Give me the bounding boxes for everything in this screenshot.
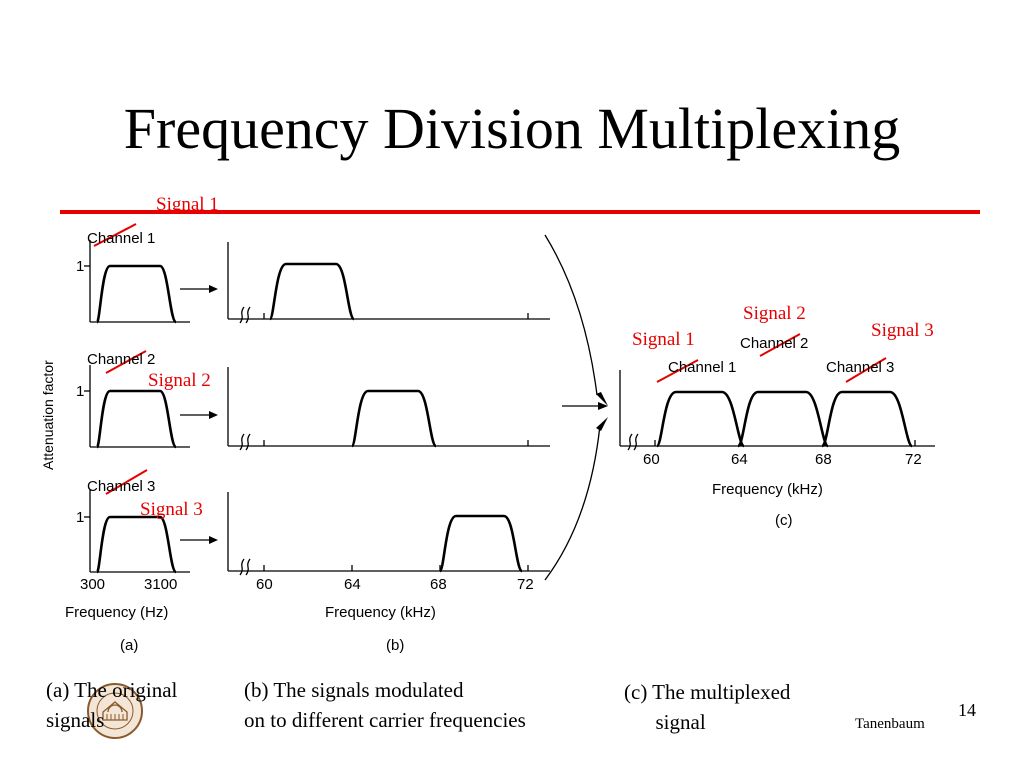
- panel-a-curves: [95, 264, 178, 574]
- panel-label-b: (b): [386, 637, 404, 654]
- signal-3-annotation-a: Signal 3: [140, 499, 203, 520]
- caption-c: (c) The multiplexed signal: [624, 680, 791, 734]
- x-tick-b-64: 64: [344, 576, 361, 593]
- channel-1-label-a: Channel 1: [87, 230, 155, 247]
- caption-a: (a) The original signals: [46, 678, 178, 732]
- signal-3-annotation-c: Signal 3: [871, 320, 934, 341]
- title-underline: [60, 210, 980, 214]
- signal-1-annotation-a: Signal 1: [156, 194, 219, 215]
- panel-c-axes: [619, 370, 935, 451]
- slide-title: Frequency Division Multiplexing: [123, 96, 901, 161]
- signal-1-annotation-c: Signal 1: [632, 329, 695, 350]
- panel-b-axes: [227, 242, 550, 576]
- channel-3-label-a: Channel 3: [87, 478, 155, 495]
- panel-label-a: (a): [120, 637, 138, 654]
- page-number: 14: [958, 700, 976, 720]
- channel-1-original-curve: [95, 264, 178, 324]
- signal-2-annotation-c: Signal 2: [743, 303, 806, 324]
- channel-2-label-a: Channel 2: [87, 351, 155, 368]
- x-tick-b-72: 72: [517, 576, 534, 593]
- x-tick-3100: 3100: [144, 576, 177, 593]
- x-tick-c-68: 68: [815, 451, 832, 468]
- channel-1-label-c: Channel 1: [668, 359, 736, 376]
- channel-3-label-c: Channel 3: [826, 359, 894, 376]
- channel-3-original-curve: [95, 515, 178, 574]
- a-to-b-arrows: [180, 288, 212, 541]
- x-tick-c-72: 72: [905, 451, 922, 468]
- x-label-c: Frequency (kHz): [712, 481, 823, 498]
- channel-2-multiplexed-curve: [736, 390, 830, 448]
- b-to-c-curved-arrows: [544, 234, 602, 581]
- y-tick-2: 1: [76, 383, 84, 400]
- x-label-a: Frequency (Hz): [65, 604, 168, 621]
- y-tick-1: 1: [76, 258, 84, 275]
- credit-tanenbaum: Tanenbaum: [855, 716, 925, 732]
- signal-2-annotation-a: Signal 2: [148, 370, 211, 391]
- panel-b-curves: [268, 262, 524, 573]
- channel-2-modulated-curve: [350, 389, 438, 448]
- channel-1-modulated-curve: [268, 262, 356, 321]
- university-seal-logo: [87, 683, 143, 739]
- x-tick-c-60: 60: [643, 451, 660, 468]
- channel-1-multiplexed-curve: [655, 390, 746, 448]
- arrowheads: [209, 285, 608, 544]
- panel-label-c: (c): [775, 512, 793, 529]
- x-tick-b-60: 60: [256, 576, 273, 593]
- channel-3-multiplexed-curve: [820, 390, 914, 448]
- y-axis-label: Attenuation factor: [40, 360, 56, 470]
- channel-3-modulated-curve: [438, 514, 524, 573]
- x-tick-b-68: 68: [430, 576, 447, 593]
- panel-c-curves: [655, 390, 914, 448]
- caption-b: (b) The signals modulated on to differen…: [244, 678, 526, 732]
- x-tick-300: 300: [80, 576, 105, 593]
- channel-2-label-c: Channel 2: [740, 335, 808, 352]
- x-label-b: Frequency (kHz): [325, 604, 436, 621]
- channel-2-original-curve: [95, 389, 178, 449]
- panel-a-axes: [84, 240, 190, 573]
- red-annotation-marks: [93, 223, 887, 495]
- x-tick-c-64: 64: [731, 451, 748, 468]
- y-tick-3: 1: [76, 509, 84, 526]
